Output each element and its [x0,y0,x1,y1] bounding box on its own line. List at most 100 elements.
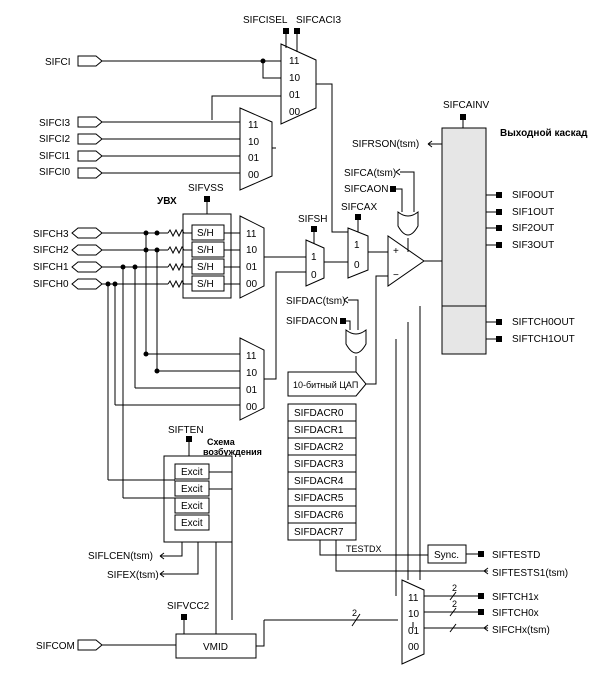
sifvss-pin [204,196,210,202]
uvx-label: УВХ [157,196,177,207]
siflcen-label: SIFLCEN(tsm) [88,551,153,562]
sif3out-label: SIF3OUT [512,240,554,251]
sifch0-label: SIFCH0 [33,279,69,290]
sifci2-label: SIFCI2 [39,134,71,145]
sifsh-mux: 1 0 [305,239,325,287]
svg-text:S/H: S/H [197,262,214,273]
siftests1-label: SIFTESTS1(tsm) [492,568,568,579]
siftch1x-label: SIFTCH1x [492,592,539,603]
svg-text:01: 01 [408,626,420,637]
svg-text:00: 00 [246,279,258,290]
siftch1x-pin [478,593,484,599]
svg-text:S/H: S/H [197,279,214,290]
output-pins [486,192,502,342]
svg-text:00: 00 [248,170,260,181]
sifch-pins [71,227,103,290]
sifte-label: SIFTEN [168,425,204,436]
sifcainv-label: SIFCAINV [443,100,489,111]
sifex-label: SIFEX(tsm) [107,570,159,581]
svg-text:0: 0 [354,260,360,271]
sifci1-label: SIFCI1 [39,151,71,162]
svg-text:S/H: S/H [197,245,214,256]
svg-text:+: + [393,246,399,257]
sifsh-label: SIFSH [298,214,327,225]
sifdacr7: SIFDACR7 [294,527,344,538]
svg-text:S/H: S/H [197,228,214,239]
sifcax-mux: 1 0 [347,227,369,279]
sifdacon-pin [340,318,346,324]
sifci-pin [77,55,103,67]
sifcisel-label: SIFCISEL [243,15,288,26]
sifci-pins [77,116,103,179]
bus-width-label: 2 [352,608,357,618]
sifte-pin [186,436,192,442]
svg-text:Excit: Excit [181,467,203,478]
sifca-or-gate [397,210,419,236]
comparator: + − [387,235,425,287]
sifdacr4: SIFDACR4 [294,476,344,487]
excite-title-2: возбуждения [203,447,262,457]
sifch2-label: SIFCH2 [33,245,69,256]
svg-text:11: 11 [248,120,259,131]
vmid-label: VMID [203,642,228,653]
sifcax-label: SIFCAX [341,202,377,213]
sifcaci3-pin [294,28,300,34]
sifdacr3: SIFDACR3 [294,459,344,470]
mux-input-10: 10 [289,73,301,84]
sifcisel-pin [283,28,289,34]
sif2out-label: SIF2OUT [512,223,554,234]
sif0out-label: SIF0OUT [512,190,554,201]
mux-input-11: 11 [289,56,300,67]
siftestd-pin [478,551,484,557]
svg-text:2: 2 [452,583,457,593]
svg-text:Excit: Excit [181,484,203,495]
svg-text:10: 10 [246,245,258,256]
svg-text:01: 01 [246,385,258,396]
sifdacr6: SIFDACR6 [294,510,344,521]
svg-text:01: 01 [248,153,260,164]
testdx-label: TESTDX [346,544,382,554]
sifca-label: SIFCA(tsm) [344,168,396,179]
svg-text:Excit: Excit [181,501,203,512]
mux-input-00: 00 [289,107,301,118]
sifcax-pin [355,214,361,220]
siftch1out-label: SIFTCH1OUT [512,334,575,345]
siftch0x-label: SIFTCH0x [492,608,539,619]
svg-text:Excit: Excit [181,518,203,529]
sif1out-label: SIF1OUT [512,207,554,218]
sifcainv-pin [460,114,466,120]
siftch0out-label: SIFTCH0OUT [512,317,575,328]
sifdacr1: SIFDACR1 [294,425,344,436]
lower-mux: 11 10 01 00 [239,337,265,421]
excit-cells: Excit Excit Excit Excit [174,463,210,531]
sifvcc2-label: SIFVCC2 [167,601,210,612]
sifvss-label: SIFVSS [188,183,224,194]
svg-text:01: 01 [246,262,258,273]
sifci-label: SIFCI [45,57,71,68]
resistors [167,228,192,289]
siftch0x-pin [478,609,484,615]
sifch3-label: SIFCH3 [33,229,69,240]
sifci3-label: SIFCI3 [39,118,71,129]
output-stage-block [441,127,487,355]
svg-text:10: 10 [248,137,260,148]
sifvcc2-pin [181,614,187,620]
excite-title-1: Схема [207,437,236,447]
sh-cells: S/H S/H S/H S/H [191,224,225,292]
svg-text:1: 1 [354,240,360,251]
dac-block: 10-битный ЦАП SIFDACR0 SIFDACR1 SIFDACR2… [287,371,367,541]
svg-text:00: 00 [246,402,258,413]
svg-text:1: 1 [311,252,317,263]
sifci0-label: SIFCI0 [39,167,71,178]
mux-input-01: 01 [289,90,301,101]
sifrson-label: SIFRSON(tsm) [352,139,419,150]
sifcaci3-label: SIFCACI3 [296,15,341,26]
svg-text:11: 11 [246,229,257,240]
svg-text:00: 00 [408,642,420,653]
svg-text:2: 2 [452,599,457,609]
svg-text:−: − [393,270,399,281]
sh-mux: 11 10 01 00 [239,215,265,299]
sifdac-label: SIFDAC(tsm) [286,296,345,307]
sifci-mux: 11 10 01 00 [239,107,273,191]
